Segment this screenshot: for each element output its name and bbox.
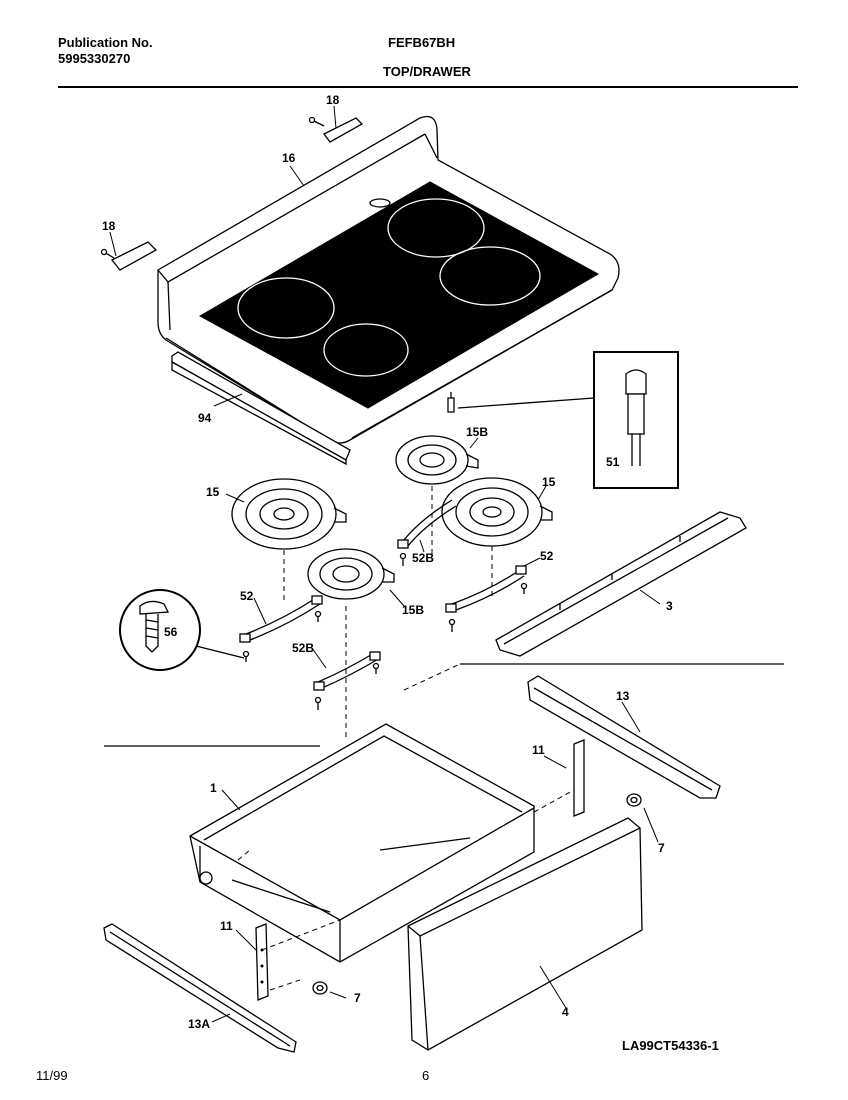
callout-15b-mid: 15B xyxy=(402,603,424,617)
bracket-52b-low xyxy=(313,651,381,710)
rail-3 xyxy=(495,511,747,657)
callout-56: 56 xyxy=(164,625,178,639)
publication-number: 5995330270 xyxy=(58,51,131,66)
bracket-52-right xyxy=(445,565,528,632)
glass-cooktop xyxy=(198,181,600,409)
callout-18-lower: 18 xyxy=(102,219,116,233)
callout-7-right: 7 xyxy=(658,841,665,855)
burner-ring-back-left xyxy=(237,277,335,339)
footer-date: 11/99 xyxy=(36,1068,68,1083)
burner-element-15b-mid xyxy=(307,548,395,600)
roller-7-left xyxy=(312,981,328,995)
bracket-11-left xyxy=(255,923,269,1001)
callout-11-left: 11 xyxy=(220,919,233,933)
burner-element-15-left xyxy=(231,478,347,550)
publication-label: Publication No. xyxy=(58,35,153,50)
callout-51: 51 xyxy=(606,455,620,469)
cooktop-assembly xyxy=(157,115,620,444)
callout-18-upper: 18 xyxy=(326,93,340,107)
diagram-id: LA99CT54336-1 xyxy=(622,1038,719,1053)
callout-15b-top: 15B xyxy=(466,425,488,439)
trim-94 xyxy=(171,351,351,466)
bracket-18-lower xyxy=(100,241,158,271)
bracket-52b-mid xyxy=(397,499,457,566)
callout-3: 3 xyxy=(666,599,673,613)
header-rule xyxy=(58,86,798,88)
screw-56-inset xyxy=(119,589,245,671)
callout-13a: 13A xyxy=(188,1017,210,1031)
callout-13: 13 xyxy=(616,689,630,703)
callout-52-right: 52 xyxy=(540,549,554,563)
callout-52b-mid: 52B xyxy=(412,551,434,565)
roller-7-right xyxy=(626,793,642,807)
burner-ring-back-right xyxy=(387,198,485,258)
callout-94: 94 xyxy=(198,411,212,425)
burner-element-15b-top xyxy=(395,435,479,485)
callout-52-left: 52 xyxy=(240,589,254,603)
indicator-light xyxy=(447,351,679,489)
bracket-11-right xyxy=(573,739,585,817)
bracket-52-left xyxy=(239,595,323,662)
page-number: 6 xyxy=(422,1068,430,1083)
model-number: FEFB67BH xyxy=(388,35,456,50)
callout-1: 1 xyxy=(210,781,217,795)
callout-7-left: 7 xyxy=(354,991,361,1005)
rail-13a xyxy=(103,923,297,1053)
callout-11-right: 11 xyxy=(532,743,545,757)
rail-13 xyxy=(527,675,721,799)
burner-ring-front-left xyxy=(323,323,409,377)
leader-lines xyxy=(109,105,661,1023)
burner-ring-front-right xyxy=(439,246,541,306)
drawer-front-4 xyxy=(407,817,643,1051)
bracket-18-upper xyxy=(308,116,364,143)
callout-4: 4 xyxy=(562,1005,569,1019)
section-title: TOP/DRAWER xyxy=(383,64,471,79)
callout-15-left: 15 xyxy=(206,485,220,499)
callout-15-right: 15 xyxy=(542,475,556,489)
assembly-guide-lines xyxy=(237,486,575,991)
callout-52b-low: 52B xyxy=(292,641,314,655)
callout-16: 16 xyxy=(282,151,296,165)
burner-element-15-right xyxy=(441,477,553,547)
